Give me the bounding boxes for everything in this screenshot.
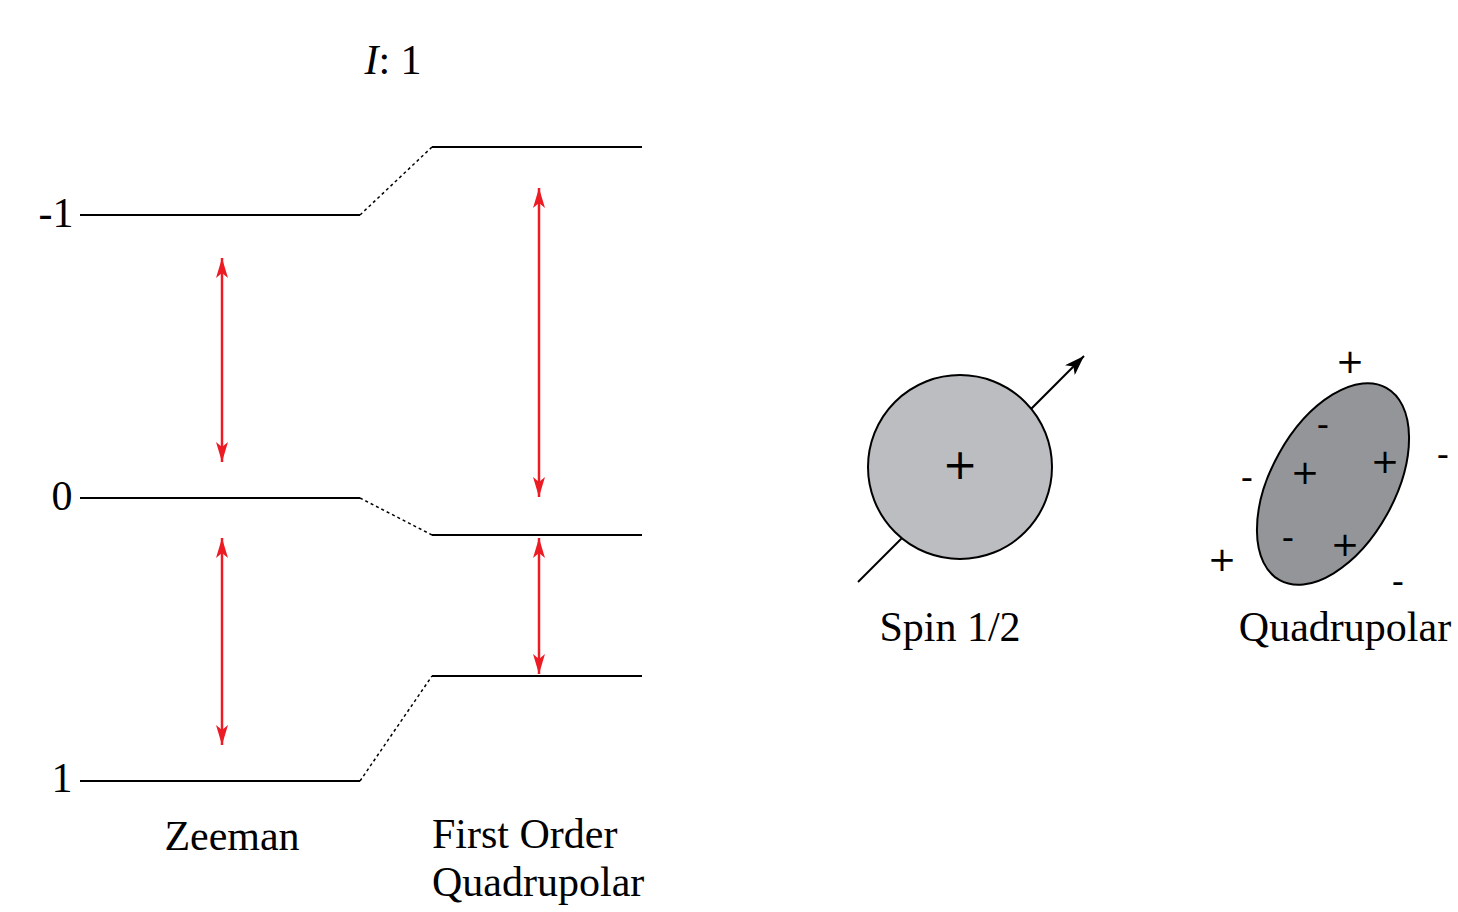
charge-sign: - bbox=[1437, 435, 1449, 474]
nucleus-circle bbox=[868, 375, 1052, 559]
spin-vector-arrow bbox=[858, 356, 1084, 582]
zeeman-level bbox=[80, 497, 360, 499]
charge-sign: + bbox=[1336, 342, 1365, 381]
energy-level-label: -1 bbox=[39, 189, 74, 237]
nucleus-ellipse bbox=[1225, 358, 1440, 611]
transition-arrow bbox=[221, 258, 224, 462]
column-caption: First Order Quadrupolar bbox=[432, 810, 662, 907]
column-caption: Zeeman bbox=[164, 812, 299, 860]
transition-arrow bbox=[538, 538, 541, 674]
charge-sign: + bbox=[1371, 442, 1400, 481]
quadrupolar-level bbox=[432, 675, 642, 677]
charge-sign: - bbox=[1392, 562, 1404, 601]
nucleus-caption: Quadrupolar bbox=[1239, 603, 1451, 651]
charge-sign: + bbox=[1291, 453, 1320, 492]
charge-sign: + bbox=[1331, 525, 1360, 564]
spin-quantum-number: I: 1 bbox=[364, 36, 421, 84]
charge-sign: + bbox=[942, 441, 977, 489]
charge-sign: - bbox=[1282, 518, 1294, 557]
charge-sign: + bbox=[1208, 540, 1237, 579]
quadrupolar-level bbox=[432, 146, 642, 148]
charge-sign: - bbox=[1317, 405, 1329, 444]
transition-arrow bbox=[538, 188, 541, 497]
quadrupolar-level bbox=[432, 534, 642, 536]
transition-arrow bbox=[221, 538, 224, 745]
level-shift-dotted bbox=[360, 498, 432, 535]
charge-sign: - bbox=[1241, 458, 1253, 497]
energy-level-label: 1 bbox=[52, 754, 73, 802]
zeeman-level bbox=[80, 214, 360, 216]
quadrupolar-nucleus: -++-+Quadrupolar bbox=[1253, 379, 1413, 589]
zeeman-level bbox=[80, 780, 360, 782]
energy-level-label: 0 bbox=[52, 472, 73, 520]
spin-half-nucleus: +Spin 1/2 bbox=[866, 373, 1054, 561]
level-shift-dotted bbox=[360, 676, 432, 781]
nucleus-caption: Spin 1/2 bbox=[879, 603, 1020, 651]
level-shift-dotted bbox=[360, 147, 432, 215]
